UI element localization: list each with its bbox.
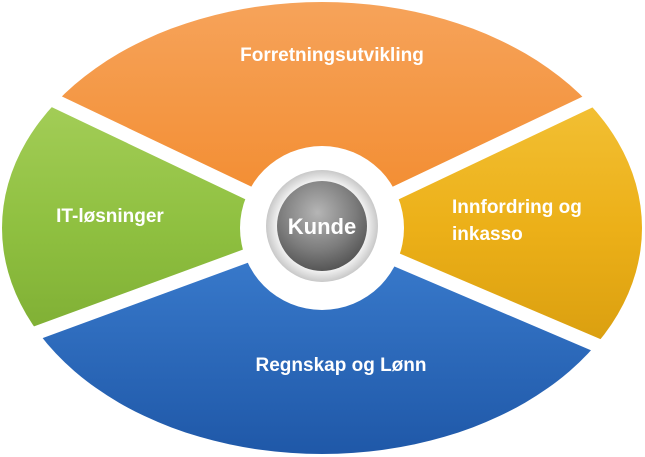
center-label: Kunde [288,214,356,239]
label-it-losninger: IT-løsninger [56,206,164,227]
label-innfordring-line2: inkasso [452,224,523,245]
label-forretningsutvikling: Forretningsutvikling [240,45,424,66]
label-regnskap-og-lonn: Regnskap og Lønn [256,355,427,376]
center-circle[interactable] [277,181,367,271]
label-innfordring-line1: Innfordring og [452,197,582,218]
